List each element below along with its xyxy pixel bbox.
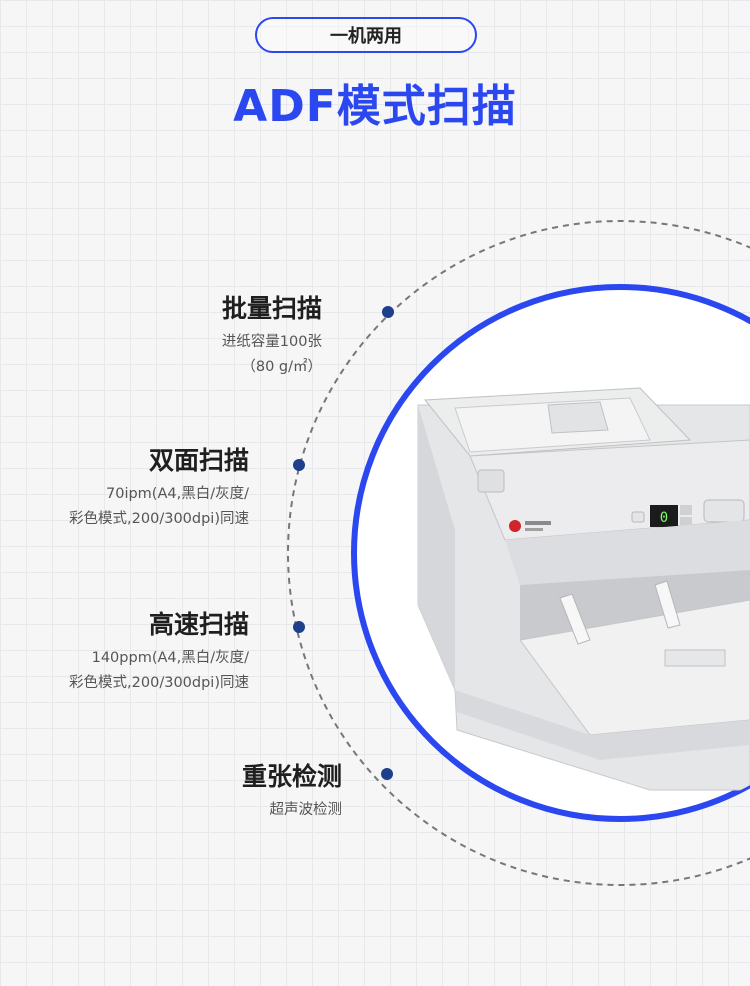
feature-title: 高速扫描: [148, 610, 249, 639]
feature-batch-scan: 批量扫描 进纸容量100张 （80 g/㎡）: [222, 292, 322, 380]
feature-desc: 进纸容量100张 （80 g/㎡）: [222, 330, 322, 380]
scanner-image: 0: [417, 387, 750, 791]
feature-dot-1: [382, 306, 394, 318]
feature-desc-line: 140ppm(A4,黑白/灰度/: [91, 650, 249, 666]
feature-desc-line: 彩色模式,200/300dpi)同速: [69, 675, 249, 691]
brand-logo-icon: [509, 520, 521, 532]
feature-desc-line: 超声波检测: [269, 802, 343, 818]
feature-desc: 140ppm(A4,黑白/灰度/ 彩色模式,200/300dpi)同速: [69, 646, 249, 696]
feature-desc: 70ipm(A4,黑白/灰度/ 彩色模式,200/300dpi)同速: [69, 482, 249, 532]
led-digit: 0: [660, 510, 668, 526]
feature-title: 批量扫描: [221, 294, 322, 323]
feature-desc: 超声波检测: [242, 798, 343, 823]
mode-tag-label: 一机两用: [330, 26, 402, 47]
page-title: ADF模式扫描: [233, 81, 517, 132]
mode-tag: 一机两用: [255, 17, 477, 53]
feature-desc-line: 70ipm(A4,黑白/灰度/: [106, 486, 249, 502]
feature-dot-3: [293, 621, 305, 633]
feature-desc-line: （80 g/㎡）: [241, 359, 322, 375]
feature-dot-4: [381, 768, 393, 780]
feature-desc-line: 彩色模式,200/300dpi)同速: [69, 511, 249, 527]
feature-double-feed-detection: 重张检测 超声波检测: [242, 760, 342, 823]
feature-duplex-scan: 双面扫描 70ipm(A4,黑白/灰度/ 彩色模式,200/300dpi)同速: [69, 444, 249, 532]
feature-title: 双面扫描: [148, 446, 249, 475]
feature-title: 重张检测: [241, 762, 342, 791]
feature-high-speed-scan: 高速扫描 140ppm(A4,黑白/灰度/ 彩色模式,200/300dpi)同速: [69, 608, 249, 696]
dashed-orbit-ring: [287, 220, 750, 886]
feature-desc-line: 进纸容量100张: [221, 334, 322, 350]
led-display: [650, 505, 678, 527]
feature-dot-2: [293, 459, 305, 471]
